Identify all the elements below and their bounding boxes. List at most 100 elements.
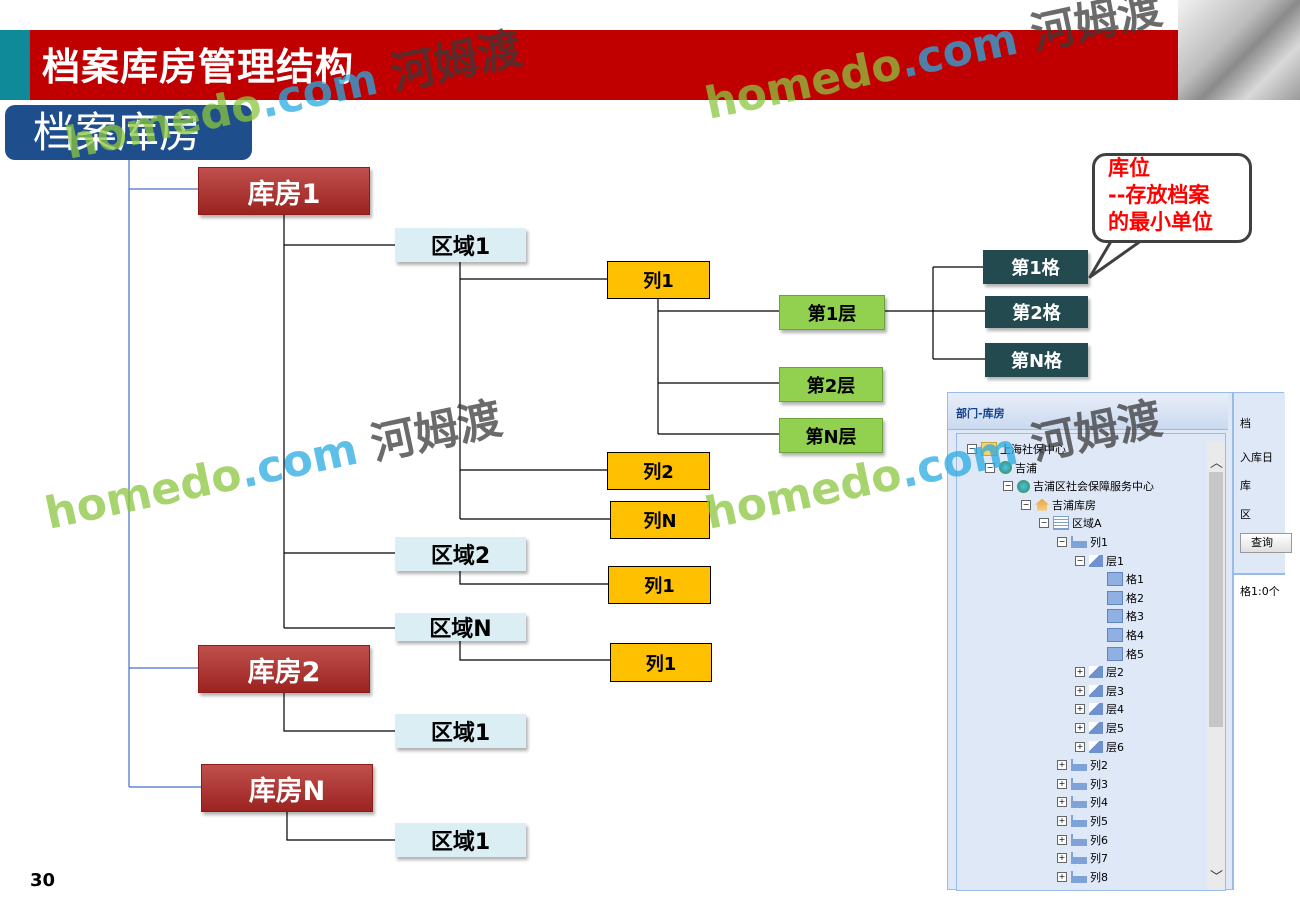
tree-node[interactable]: +层6: [1075, 738, 1124, 756]
node-layer-n: 第N层: [779, 418, 883, 453]
node-warehouse-2: 库房2: [198, 645, 370, 693]
collapse-icon[interactable]: −: [1039, 518, 1049, 529]
tree-node[interactable]: +列8: [1057, 868, 1108, 886]
tree-node-label: 列2: [1090, 759, 1108, 773]
field-label: 库: [1240, 479, 1251, 492]
expand-icon[interactable]: +: [1057, 760, 1067, 771]
tree-node[interactable]: + 列3: [1057, 775, 1108, 793]
collapse-icon[interactable]: −: [1021, 499, 1031, 510]
collapse-icon[interactable]: −: [1057, 537, 1067, 547]
tree-node-label: 区域A: [1072, 517, 1102, 531]
query-button[interactable]: 查询: [1240, 533, 1292, 553]
tree-node[interactable]: + 列2: [1057, 756, 1108, 774]
globe-icon: [999, 461, 1012, 475]
tree-node-label: 格1: [1126, 573, 1144, 587]
tree-node[interactable]: − 吉浦库房: [1021, 496, 1096, 514]
expand-icon[interactable]: +: [1057, 853, 1067, 864]
tree-node[interactable]: 格2: [1107, 589, 1144, 607]
tree-node-label: 吉浦: [1015, 461, 1037, 475]
tree-node[interactable]: + 列4: [1057, 793, 1108, 811]
expand-icon[interactable]: +: [1075, 741, 1085, 752]
result-text: 格1:0个: [1240, 585, 1280, 598]
tree-node-label: 列3: [1090, 777, 1108, 791]
tree-node[interactable]: + 层3: [1075, 682, 1124, 700]
expand-icon[interactable]: +: [1057, 797, 1067, 808]
tree-node[interactable]: − 吉浦: [985, 459, 1037, 477]
tree-node[interactable]: + 列6: [1057, 831, 1108, 849]
column-icon: [1071, 815, 1087, 827]
expand-icon[interactable]: +: [1057, 834, 1067, 845]
node-layer-1: 第1层: [779, 295, 885, 330]
tree-node[interactable]: 格1: [1107, 570, 1144, 588]
tree-node[interactable]: − 区域A: [1039, 514, 1102, 532]
node-column-1: 列1: [607, 261, 710, 299]
collapse-icon[interactable]: −: [967, 444, 977, 454]
node-cell-1: 第1格: [983, 250, 1088, 284]
column-icon: [1071, 536, 1087, 548]
column-icon: [1071, 777, 1087, 790]
tree-node[interactable]: − 层1: [1075, 552, 1124, 570]
scroll-down-icon[interactable]: ﹀: [1210, 870, 1224, 885]
tree-node-label: 层3: [1106, 684, 1124, 698]
node-area-1: 区域1: [395, 228, 526, 262]
column-icon: [1071, 852, 1087, 865]
tree-node[interactable]: − 吉浦区社会保障服务中心: [1003, 477, 1154, 495]
callout-tail-cover: [1114, 228, 1148, 240]
field-label: 档: [1240, 417, 1251, 430]
collapse-icon[interactable]: −: [1075, 555, 1085, 566]
expand-icon[interactable]: +: [1075, 723, 1085, 733]
node-cell-n: 第N格: [985, 343, 1088, 377]
node-column-2: 列2: [607, 452, 710, 490]
tree-node-label: 列6: [1090, 833, 1108, 847]
scroll-up-icon[interactable]: ︿: [1210, 456, 1224, 471]
expand-icon[interactable]: +: [1075, 667, 1085, 678]
header-accent: [0, 30, 30, 100]
expand-icon[interactable]: +: [1075, 704, 1085, 715]
tree-node[interactable]: +层4: [1075, 700, 1124, 718]
node-warehouse-n: 库房N: [201, 764, 373, 812]
tree-node[interactable]: +列5: [1057, 812, 1108, 830]
list-icon: [1053, 516, 1069, 531]
tree-node[interactable]: +层5: [1075, 719, 1124, 737]
expand-icon[interactable]: +: [1057, 778, 1067, 789]
layer-icon: [1089, 703, 1103, 716]
page-title: 档案库房管理结构: [42, 45, 355, 89]
tree-node-label: 列4: [1090, 796, 1108, 810]
expand-icon[interactable]: +: [1057, 816, 1067, 826]
tree-node-label: 格2: [1126, 591, 1144, 605]
tree-node-label: 层2: [1106, 666, 1124, 680]
tree-node-label: 吉浦库房: [1052, 498, 1096, 512]
scrollbar-thumb[interactable]: [1209, 472, 1223, 727]
tree-node[interactable]: −列1: [1057, 533, 1108, 551]
tree-node-label: 格3: [1126, 610, 1144, 624]
column-icon: [1071, 870, 1087, 883]
layer-icon: [1089, 722, 1103, 734]
expand-icon[interactable]: +: [1057, 871, 1067, 882]
node-column-n: 列N: [610, 501, 710, 539]
globe-icon: [1017, 479, 1030, 493]
keyboard-photo: [1178, 0, 1300, 100]
tree-node-label: 吉浦区社会保障服务中心: [1033, 480, 1154, 494]
collapse-icon[interactable]: −: [985, 462, 995, 473]
callout-text: 库位 --存放档案 的最小单位: [1108, 156, 1213, 234]
column-icon: [1071, 796, 1087, 809]
tree-scrollbar[interactable]: ︿ ﹀: [1207, 442, 1225, 890]
tree-node[interactable]: 格5: [1107, 645, 1144, 663]
column-icon: [1071, 759, 1087, 772]
tree-node[interactable]: −上海社保中心: [967, 440, 1066, 458]
tree-node[interactable]: 格3: [1107, 607, 1144, 625]
collapse-icon[interactable]: −: [1003, 481, 1013, 492]
node-cell-2: 第2格: [985, 296, 1088, 328]
tree-node[interactable]: 格4: [1107, 626, 1144, 644]
cell-icon: [1107, 590, 1123, 605]
expand-icon[interactable]: +: [1075, 685, 1085, 696]
tree-node-label: 层1: [1106, 554, 1124, 568]
root-archive-warehouse: 档案库房: [5, 105, 252, 160]
tree-node[interactable]: +列7: [1057, 849, 1108, 867]
tree-node[interactable]: + 层2: [1075, 663, 1124, 681]
cell-icon: [1107, 572, 1123, 587]
query-panel: 档 入库日 库 区 查询 格1:0个: [1232, 393, 1292, 891]
node-warehouse-1: 库房1: [198, 167, 370, 215]
